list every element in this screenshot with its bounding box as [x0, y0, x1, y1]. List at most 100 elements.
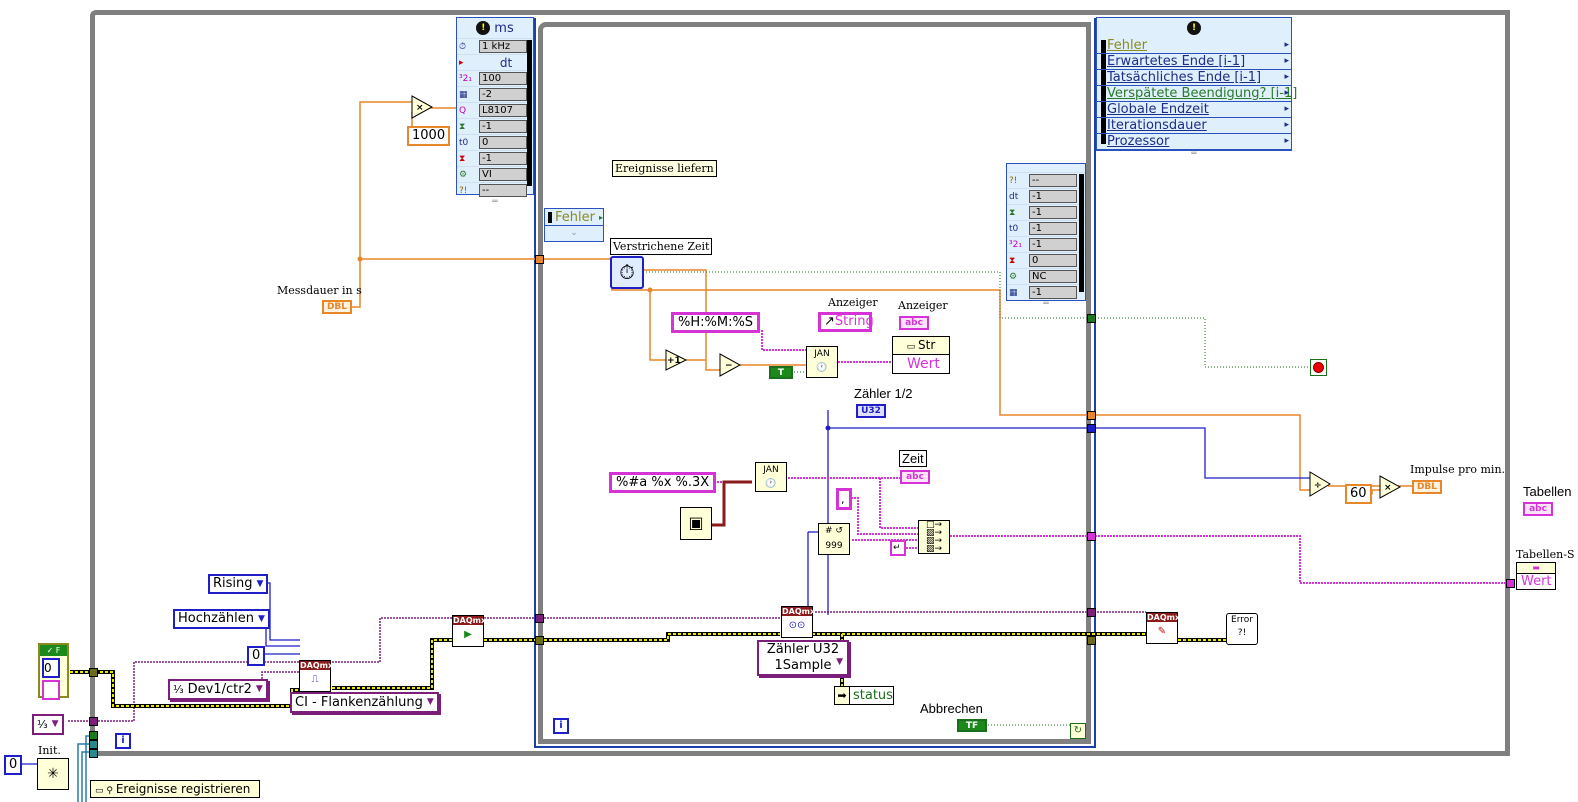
- row-value: NC: [1029, 270, 1077, 283]
- ereignisse-liefern-label: Ereignisse liefern: [612, 160, 717, 177]
- error-cluster-constant[interactable]: ✓ F 0: [38, 643, 69, 700]
- zaehler-label: Zähler 1/2: [854, 386, 913, 401]
- node-row[interactable]: ⚙NC: [1007, 268, 1085, 284]
- node-row[interactable]: ⏱1 kHz: [457, 38, 533, 54]
- get-datetime-vi[interactable]: ▣: [680, 507, 712, 540]
- tabellen-property-node[interactable]: ▬ Wert: [1516, 562, 1556, 590]
- timed-loop-frame[interactable]: [538, 22, 1091, 744]
- dropdown-icon: ▼: [256, 579, 264, 589]
- scrollbar[interactable]: [1079, 174, 1084, 292]
- daqmx-start-task-vi[interactable]: DAQmx▶: [452, 615, 486, 647]
- deadline-warning-icon: ⧗: [1009, 207, 1016, 218]
- error-tunnel-inner: [535, 636, 544, 645]
- format-datetime-vi[interactable]: JAN🕐: [806, 346, 838, 378]
- node-row[interactable]: ⧗-1: [457, 150, 533, 166]
- node-row[interactable]: ▦-1: [1007, 284, 1085, 300]
- messdauer-terminal[interactable]: DBL: [322, 300, 352, 314]
- string-property-node[interactable]: ↗String: [818, 312, 874, 332]
- daqmx-read-vi[interactable]: DAQmx⊙⊙: [781, 606, 815, 638]
- node-row[interactable]: ?!--: [1007, 172, 1085, 188]
- timed-loop-output-node[interactable]: ! Fehler Erwartetes Ende [i-1] Tatsächli…: [1096, 17, 1297, 159]
- constant-60[interactable]: 60: [1345, 484, 1372, 504]
- tabellen-s-label: Tabellen-S: [1516, 548, 1575, 561]
- task-tunnel-out: [1087, 608, 1096, 617]
- constant-1000[interactable]: 1000: [407, 126, 451, 146]
- status-unbundle[interactable]: ➡ status: [834, 686, 894, 705]
- abbrechen-terminal[interactable]: TF: [957, 719, 987, 732]
- string-tunnel: [1087, 532, 1096, 541]
- daqmx-create-channel-vi[interactable]: DAQmx⎍: [299, 660, 333, 692]
- edge-ring[interactable]: Rising▼: [208, 574, 269, 594]
- node-row[interactable]: ?!--: [457, 182, 533, 198]
- wert-property[interactable]: Wert: [907, 356, 940, 372]
- true-constant[interactable]: T: [769, 366, 793, 379]
- stop-condition-icon[interactable]: [1310, 359, 1327, 376]
- error-tunnel-out: [1087, 636, 1096, 645]
- task-tunnel: [89, 717, 98, 726]
- node-row[interactable]: ▸dt: [457, 54, 533, 70]
- register-events-vi[interactable]: ✳: [37, 758, 69, 790]
- anzeiger-terminal[interactable]: abc: [899, 316, 929, 330]
- node-row[interactable]: t0-1: [1007, 220, 1085, 236]
- zaehler-terminal[interactable]: U32: [856, 404, 886, 418]
- error-handler-vi[interactable]: Error?!: [1226, 613, 1258, 645]
- code-field[interactable]: 0: [42, 658, 60, 678]
- tabellen-label: Tabellen: [1523, 484, 1572, 499]
- impulse-terminal[interactable]: DBL: [1412, 480, 1442, 494]
- fehler-item[interactable]: Fehler: [555, 209, 595, 225]
- timing-source-icon: ⏱: [459, 41, 467, 52]
- increment-node: [665, 349, 688, 371]
- resize-grip[interactable]: ═: [1191, 149, 1197, 159]
- dropdown-icon: ▼: [255, 684, 263, 694]
- resize-grip[interactable]: ═: [492, 197, 498, 207]
- row-value: 100: [479, 72, 527, 85]
- node-row[interactable]: ³2₁-1: [1007, 236, 1085, 252]
- loop-condition-icon[interactable]: ↻: [1070, 723, 1086, 739]
- eol-constant[interactable]: ↵: [890, 540, 906, 556]
- stopwatch-icon[interactable]: ⏱: [610, 256, 644, 289]
- node-row[interactable]: dt-1: [1007, 188, 1085, 204]
- tabellen-terminal[interactable]: abc: [1523, 502, 1553, 516]
- count-direction-ring[interactable]: Hochzählen▼: [173, 609, 270, 629]
- number-to-string-vi[interactable]: # ↺999: [818, 523, 850, 555]
- timed-loop-right-data-node[interactable]: ?!-- dt-1 ⧗-1 t0-1 ³2₁-1 ⧗0 ⚙NC ▦-1 ═: [1006, 163, 1086, 309]
- comma-constant[interactable]: ,: [836, 488, 852, 510]
- iteration-terminal-inner: i: [553, 718, 569, 734]
- resize-grip[interactable]: ═: [1043, 299, 1049, 309]
- time-format-constant[interactable]: %H:%M:%S: [671, 312, 761, 333]
- channel-type-ring[interactable]: CI - Flankenzählung▼: [290, 692, 439, 713]
- output-item-prozessor[interactable]: Prozessor: [1097, 134, 1291, 150]
- t0-icon: t0: [459, 137, 469, 148]
- node-row[interactable]: ⚙VI: [457, 166, 533, 182]
- zero-constant-mid[interactable]: 0: [247, 646, 266, 666]
- daqmx-clear-task-vi[interactable]: DAQmx✎: [1146, 612, 1180, 644]
- node-row[interactable]: ⧗-1: [1007, 204, 1085, 220]
- counter-icon: ⎍: [311, 674, 319, 685]
- expand-chevron-icon[interactable]: ⌄: [570, 228, 578, 238]
- node-row[interactable]: ⧗-1: [457, 118, 533, 134]
- wert-property-node[interactable]: ▭ Str Wert: [892, 336, 950, 374]
- outer-while-loop-frame[interactable]: [90, 10, 1510, 756]
- zero-constant-left[interactable]: 0: [4, 755, 23, 775]
- scrollbar[interactable]: [527, 40, 532, 186]
- source-field[interactable]: [42, 680, 60, 700]
- format-datetime-vi-2[interactable]: JAN🕐: [755, 462, 787, 492]
- mode-icon: ⚙: [459, 169, 468, 180]
- row-label: dt: [499, 55, 513, 70]
- node-row[interactable]: ⧗0: [1007, 252, 1085, 268]
- concatenate-strings-vi[interactable]: □→▨→▨→▨→: [918, 520, 950, 554]
- status-bool[interactable]: ✓ F: [40, 645, 67, 656]
- task-ring[interactable]: ⅓▼: [32, 714, 64, 735]
- fehler-left-node[interactable]: Fehler ▸ ⌄: [544, 208, 604, 242]
- date-format-constant[interactable]: %#a %x %.3X: [609, 472, 717, 493]
- wert-property[interactable]: Wert: [1521, 574, 1552, 589]
- node-row[interactable]: ▦-2: [457, 86, 533, 102]
- ereignisse-registrieren-node[interactable]: ▭ ⚲ Ereignisse registrieren: [90, 780, 260, 798]
- zeit-terminal[interactable]: abc: [900, 470, 930, 484]
